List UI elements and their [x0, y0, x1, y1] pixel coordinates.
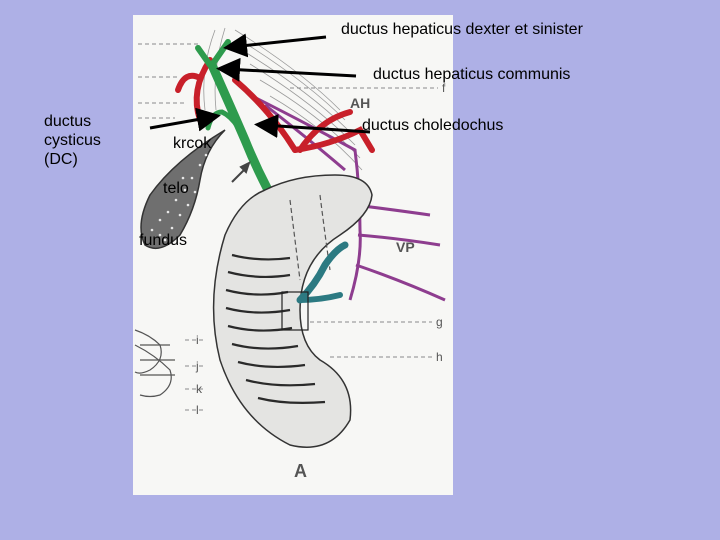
label-common-bile: ductus choledochus	[362, 117, 504, 134]
plate-letter-mark: A	[294, 461, 307, 481]
left-bottom-dashes	[185, 339, 205, 411]
arrow-common-hepatic	[216, 57, 357, 82]
portal-vein-mark: VP	[396, 239, 415, 255]
drawing-pointer-arrow	[231, 161, 251, 183]
annotation-arrows	[149, 33, 371, 138]
left-bottom-structure	[134, 329, 175, 398]
label-body: telo	[163, 180, 189, 197]
label-neck: krcok	[173, 135, 212, 152]
gallbladder	[140, 129, 226, 250]
letter-h: h	[436, 350, 443, 364]
right-dashed-guides	[290, 87, 438, 358]
arrow-hepatic-left-right	[223, 33, 327, 58]
dashed-guides	[138, 43, 200, 119]
label-common-hepatic: ductus hepaticus communis	[373, 66, 571, 83]
pancreatic-duct	[281, 241, 349, 331]
letter-k: k	[196, 382, 203, 396]
duodenum	[212, 174, 373, 448]
letter-g: g	[436, 315, 443, 329]
label-cystic-duct: ductus cysticus (DC)	[44, 113, 101, 168]
label-hepatic-left-right: ductus hepaticus dexter et sinister	[341, 21, 583, 38]
hepatic-artery-mark: AH	[350, 95, 370, 111]
arrow-cystic-duct	[149, 107, 221, 132]
letter-i: i	[196, 333, 199, 347]
letter-j: j	[195, 359, 199, 373]
arrow-common-bile	[254, 114, 371, 138]
letter-f: f	[442, 81, 446, 95]
letter-l: l	[196, 403, 199, 417]
label-fundus: fundus	[139, 232, 188, 249]
